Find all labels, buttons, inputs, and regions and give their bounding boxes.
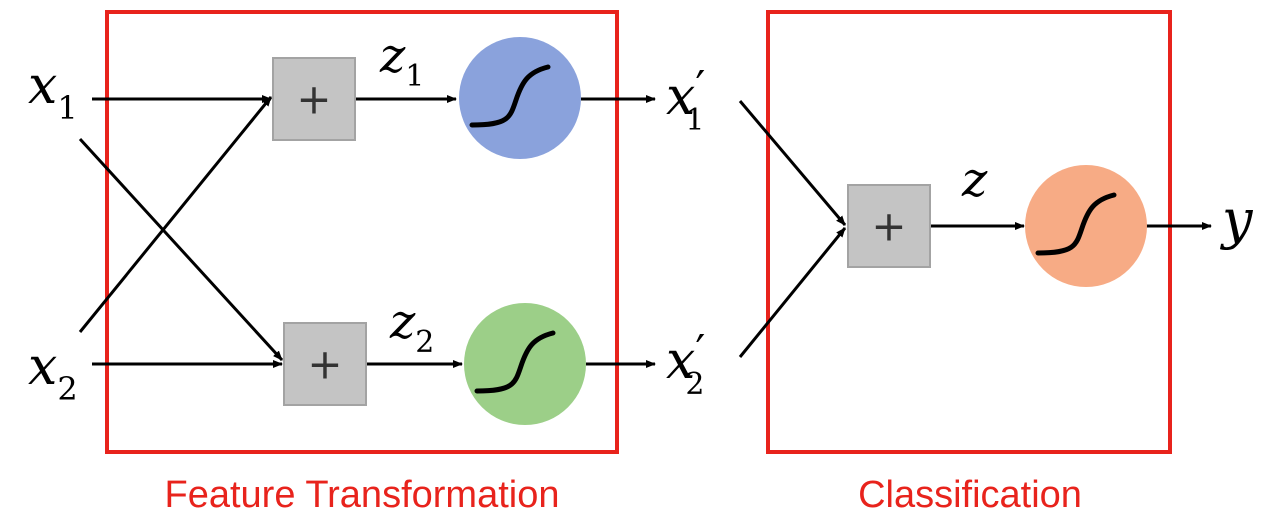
hidden-x2-prime-label: x′2 (666, 326, 705, 402)
edge-x1-adder2 (78, 137, 284, 362)
hidden-z1-label: z1 (379, 28, 424, 94)
output-y-label: y (1220, 188, 1254, 251)
feature-transformation-frame (105, 10, 619, 454)
plus-icon: + (296, 75, 331, 124)
sigmoid-icon (469, 64, 551, 128)
adder-2: + (283, 322, 367, 406)
neuron-1 (459, 37, 581, 159)
output-z-label: z (961, 152, 988, 208)
connections (78, 95, 1212, 368)
sigmoid-icon (474, 330, 556, 394)
plus-icon: + (871, 202, 906, 251)
input-x1-label: x1 (28, 56, 78, 127)
plus-icon: + (307, 340, 342, 389)
adder-3: + (847, 184, 931, 268)
classification-frame (766, 10, 1172, 454)
neuron-2 (464, 303, 586, 425)
edge-x1p-adder3 (738, 100, 847, 226)
sigmoid-icon (1035, 192, 1117, 256)
hidden-z2-label: z2 (389, 294, 434, 360)
input-x2-label: x2 (28, 337, 78, 408)
classification-caption: Classification (858, 474, 1082, 516)
adder-1: + (272, 57, 356, 141)
hidden-x1-prime-label: x′1 (666, 62, 705, 138)
neuron-3 (1025, 165, 1147, 287)
feature-transformation-caption: Feature Transformation (165, 474, 560, 516)
edge-x2p-adder3 (738, 227, 847, 358)
edge-x2-adder1 (78, 96, 273, 333)
